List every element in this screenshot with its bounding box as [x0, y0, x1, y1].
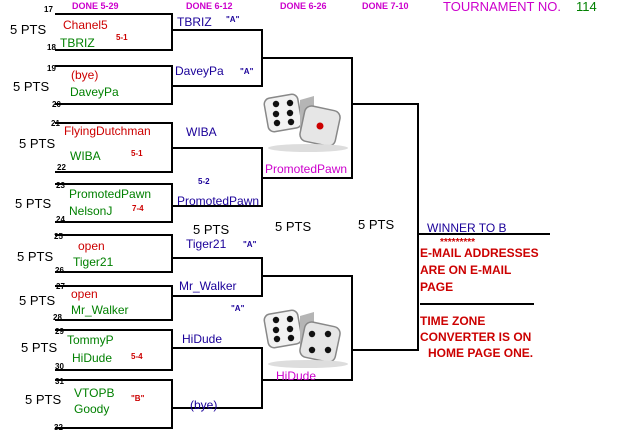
player-name: Tiger21	[73, 255, 114, 269]
seed: 17	[44, 5, 53, 14]
match-score: "B"	[131, 394, 145, 403]
seed: 29	[55, 327, 64, 336]
player-name: VTOPB	[74, 386, 115, 400]
points-label: 5 PTS	[193, 222, 230, 237]
points-label: 5 PTS	[25, 392, 62, 407]
seed: 19	[47, 64, 56, 73]
points-label: 5 PTS	[275, 219, 312, 234]
player-name: TBRIZ	[60, 36, 95, 50]
match-score: 5-1	[116, 33, 128, 42]
seed: 32	[54, 423, 63, 432]
points-label: 5 PTS	[15, 196, 52, 211]
player-name: open	[71, 287, 98, 301]
round4-date: DONE 7-10	[362, 1, 409, 11]
match-score: 5-1	[131, 149, 143, 158]
match-score: 5-4	[131, 352, 143, 361]
player-name: open	[78, 239, 105, 253]
seed: 30	[55, 362, 64, 371]
seed: 26	[55, 266, 64, 275]
points-label: 5 PTS	[13, 79, 50, 94]
player-name: WIBA	[70, 149, 101, 163]
round2-player: DaveyPa	[175, 64, 224, 78]
player-name: Mr_Walker	[71, 303, 129, 317]
note-line: E-MAIL ADDRESSES	[420, 246, 539, 260]
seed: 31	[55, 377, 64, 386]
tournament-label: TOURNAMENT NO.	[443, 0, 561, 14]
round2-player: TBRIZ	[177, 15, 212, 29]
note-line: PAGE	[420, 280, 454, 294]
note-line: ARE ON E-MAIL	[420, 263, 512, 277]
seed: 28	[53, 313, 62, 322]
grade-label: "A"	[243, 240, 257, 249]
seed: 22	[57, 163, 66, 172]
dice-icon	[263, 309, 348, 368]
seed: 25	[54, 232, 63, 241]
round3-player: PromotedPawn	[265, 162, 348, 176]
grade-label: "A"	[226, 15, 240, 24]
player-name: Chanel5	[63, 18, 108, 32]
round2-player: (bye)	[190, 398, 218, 412]
round2-player: Mr_Walker	[179, 279, 237, 293]
round2-player: HiDude	[182, 332, 223, 346]
match-score: 7-4	[132, 204, 144, 213]
round3-player: HiDude	[276, 369, 317, 383]
seed: 27	[56, 282, 65, 291]
points-label: 5 PTS	[19, 136, 56, 151]
tournament-number: 114	[576, 0, 597, 14]
winner-label: WINNER TO B	[427, 221, 507, 235]
player-name: HiDude	[72, 351, 113, 365]
match-score: 5-2	[198, 177, 210, 186]
player-name: FlyingDutchman	[64, 124, 151, 138]
points-label: 5 PTS	[17, 249, 54, 264]
points-label: 5 PTS	[21, 340, 58, 355]
player-name: (bye)	[71, 68, 99, 82]
player-name: NelsonJ	[69, 204, 113, 218]
seed: 23	[56, 181, 65, 190]
note-line: HOME PAGE ONE.	[428, 346, 534, 360]
points-label: 5 PTS	[10, 22, 47, 37]
round2-player: WIBA	[186, 125, 217, 139]
grade-label: "A"	[240, 67, 254, 76]
seed: 21	[51, 119, 60, 128]
points-label: 5 PTS	[358, 217, 395, 232]
note-line: CONVERTER IS ON	[420, 330, 532, 344]
round3-date: DONE 6-26	[280, 1, 327, 11]
dice-icon	[263, 93, 348, 152]
player-name: DaveyPa	[70, 85, 119, 99]
seed: 24	[56, 215, 65, 224]
round2-player: PromotedPawn	[177, 194, 260, 208]
points-label: 5 PTS	[19, 293, 56, 308]
note-stars: *********	[440, 237, 476, 248]
player-name: TommyP	[67, 333, 114, 347]
round2-player: Tiger21	[186, 237, 227, 251]
round2-date: DONE 6-12	[186, 1, 233, 11]
player-name: Goody	[74, 402, 110, 416]
player-name: PromotedPawn	[69, 187, 152, 201]
grade-label: "A"	[231, 304, 245, 313]
round1-date: DONE 5-29	[72, 1, 119, 11]
note-line: TIME ZONE	[420, 314, 486, 328]
seed: 18	[47, 43, 56, 52]
seed: 20	[52, 100, 61, 109]
